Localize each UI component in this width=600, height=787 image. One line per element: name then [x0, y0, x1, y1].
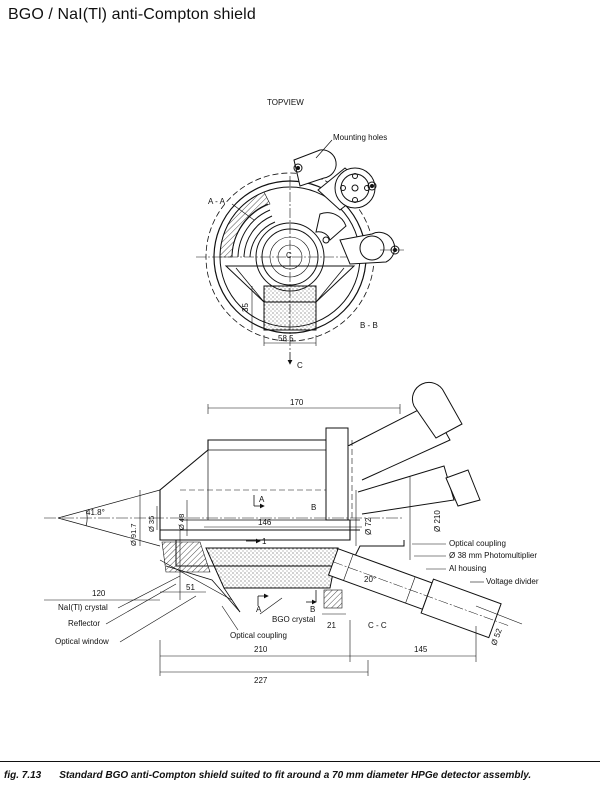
- dia-91-7: Ø 91.7: [129, 523, 138, 546]
- segment-arc-3: [243, 215, 273, 258]
- dim-51: 51: [186, 583, 195, 592]
- angle-41-8: 41.8°: [86, 508, 105, 517]
- dim-120: 120: [92, 589, 106, 598]
- dim-210: 210: [254, 645, 268, 654]
- optical-window-label: Optical window: [55, 637, 109, 646]
- section-bb-label: B - B: [360, 321, 378, 330]
- dim-146: 146: [258, 518, 272, 527]
- section-aa-label: A - A: [208, 197, 226, 206]
- figure-caption: fig. 7.13 Standard BGO anti-Compton shiel…: [4, 770, 531, 781]
- angle-20: 20°: [364, 575, 376, 584]
- dim-58-5: 58.5: [278, 334, 294, 343]
- marker-a-bottom: A: [256, 605, 262, 614]
- topview-heading: TOPVIEW: [267, 98, 304, 107]
- segment-arc-4: [249, 221, 276, 258]
- caption-divider: [0, 761, 600, 762]
- marker-b-bottom: B: [310, 605, 315, 614]
- center-c-label: C: [286, 251, 292, 260]
- figure-number: fig. 7.13: [4, 770, 42, 781]
- dia-48: Ø 48: [177, 514, 186, 530]
- figure-caption-text: Standard BGO anti-Compton shield suited …: [59, 770, 532, 781]
- section-cc-label: C - C: [368, 621, 387, 630]
- photomultiplier-label: Ø 38 mm Photomultiplier: [449, 551, 537, 560]
- bgo-crystal-shape: [205, 547, 339, 589]
- pm-tubes: [293, 149, 404, 265]
- reflector-label: Reflector: [68, 619, 100, 628]
- dia-72: Ø 72: [364, 517, 373, 535]
- dim-35-top: 35: [241, 303, 250, 312]
- page-title: BGO / NaI(Tl) anti-Compton shield: [8, 6, 256, 23]
- dim-21: 21: [327, 621, 336, 630]
- topview-group: TOPVIEW: [196, 98, 404, 370]
- al-housing-label: Al housing: [449, 564, 486, 573]
- hatched-sector: [219, 191, 271, 258]
- bgo-crystal-label: BGO crystal: [272, 615, 315, 624]
- sideview-group: 170 4: [44, 381, 539, 685]
- dim-145: 145: [414, 645, 428, 654]
- optical-coupling-right: Optical coupling: [449, 539, 506, 548]
- dim-170: 170: [290, 398, 304, 407]
- marker-b-top: B: [311, 503, 316, 512]
- lower-crystal-bgo: [263, 285, 317, 331]
- dim-227: 227: [254, 676, 268, 685]
- dia-35: Ø 35: [147, 516, 156, 532]
- segment-arc-2: [237, 209, 271, 258]
- mounting-holes-label: Mounting holes: [333, 133, 387, 142]
- marker-a-top: A: [259, 495, 265, 504]
- dia-210: Ø 210: [433, 510, 442, 532]
- mount-block: [323, 589, 343, 609]
- num-1: 1: [262, 537, 267, 546]
- optical-coupling-left: Optical coupling: [230, 631, 287, 640]
- upper-tube-outline: [325, 427, 349, 521]
- arrow-c-label: C: [297, 361, 303, 370]
- voltage-divider-label: Voltage divider: [486, 577, 539, 586]
- nai-crystal-shape: [161, 541, 211, 573]
- nai-crystal-label: NaI(Tl) crystal: [58, 603, 108, 612]
- pm-tube-side: [327, 548, 509, 639]
